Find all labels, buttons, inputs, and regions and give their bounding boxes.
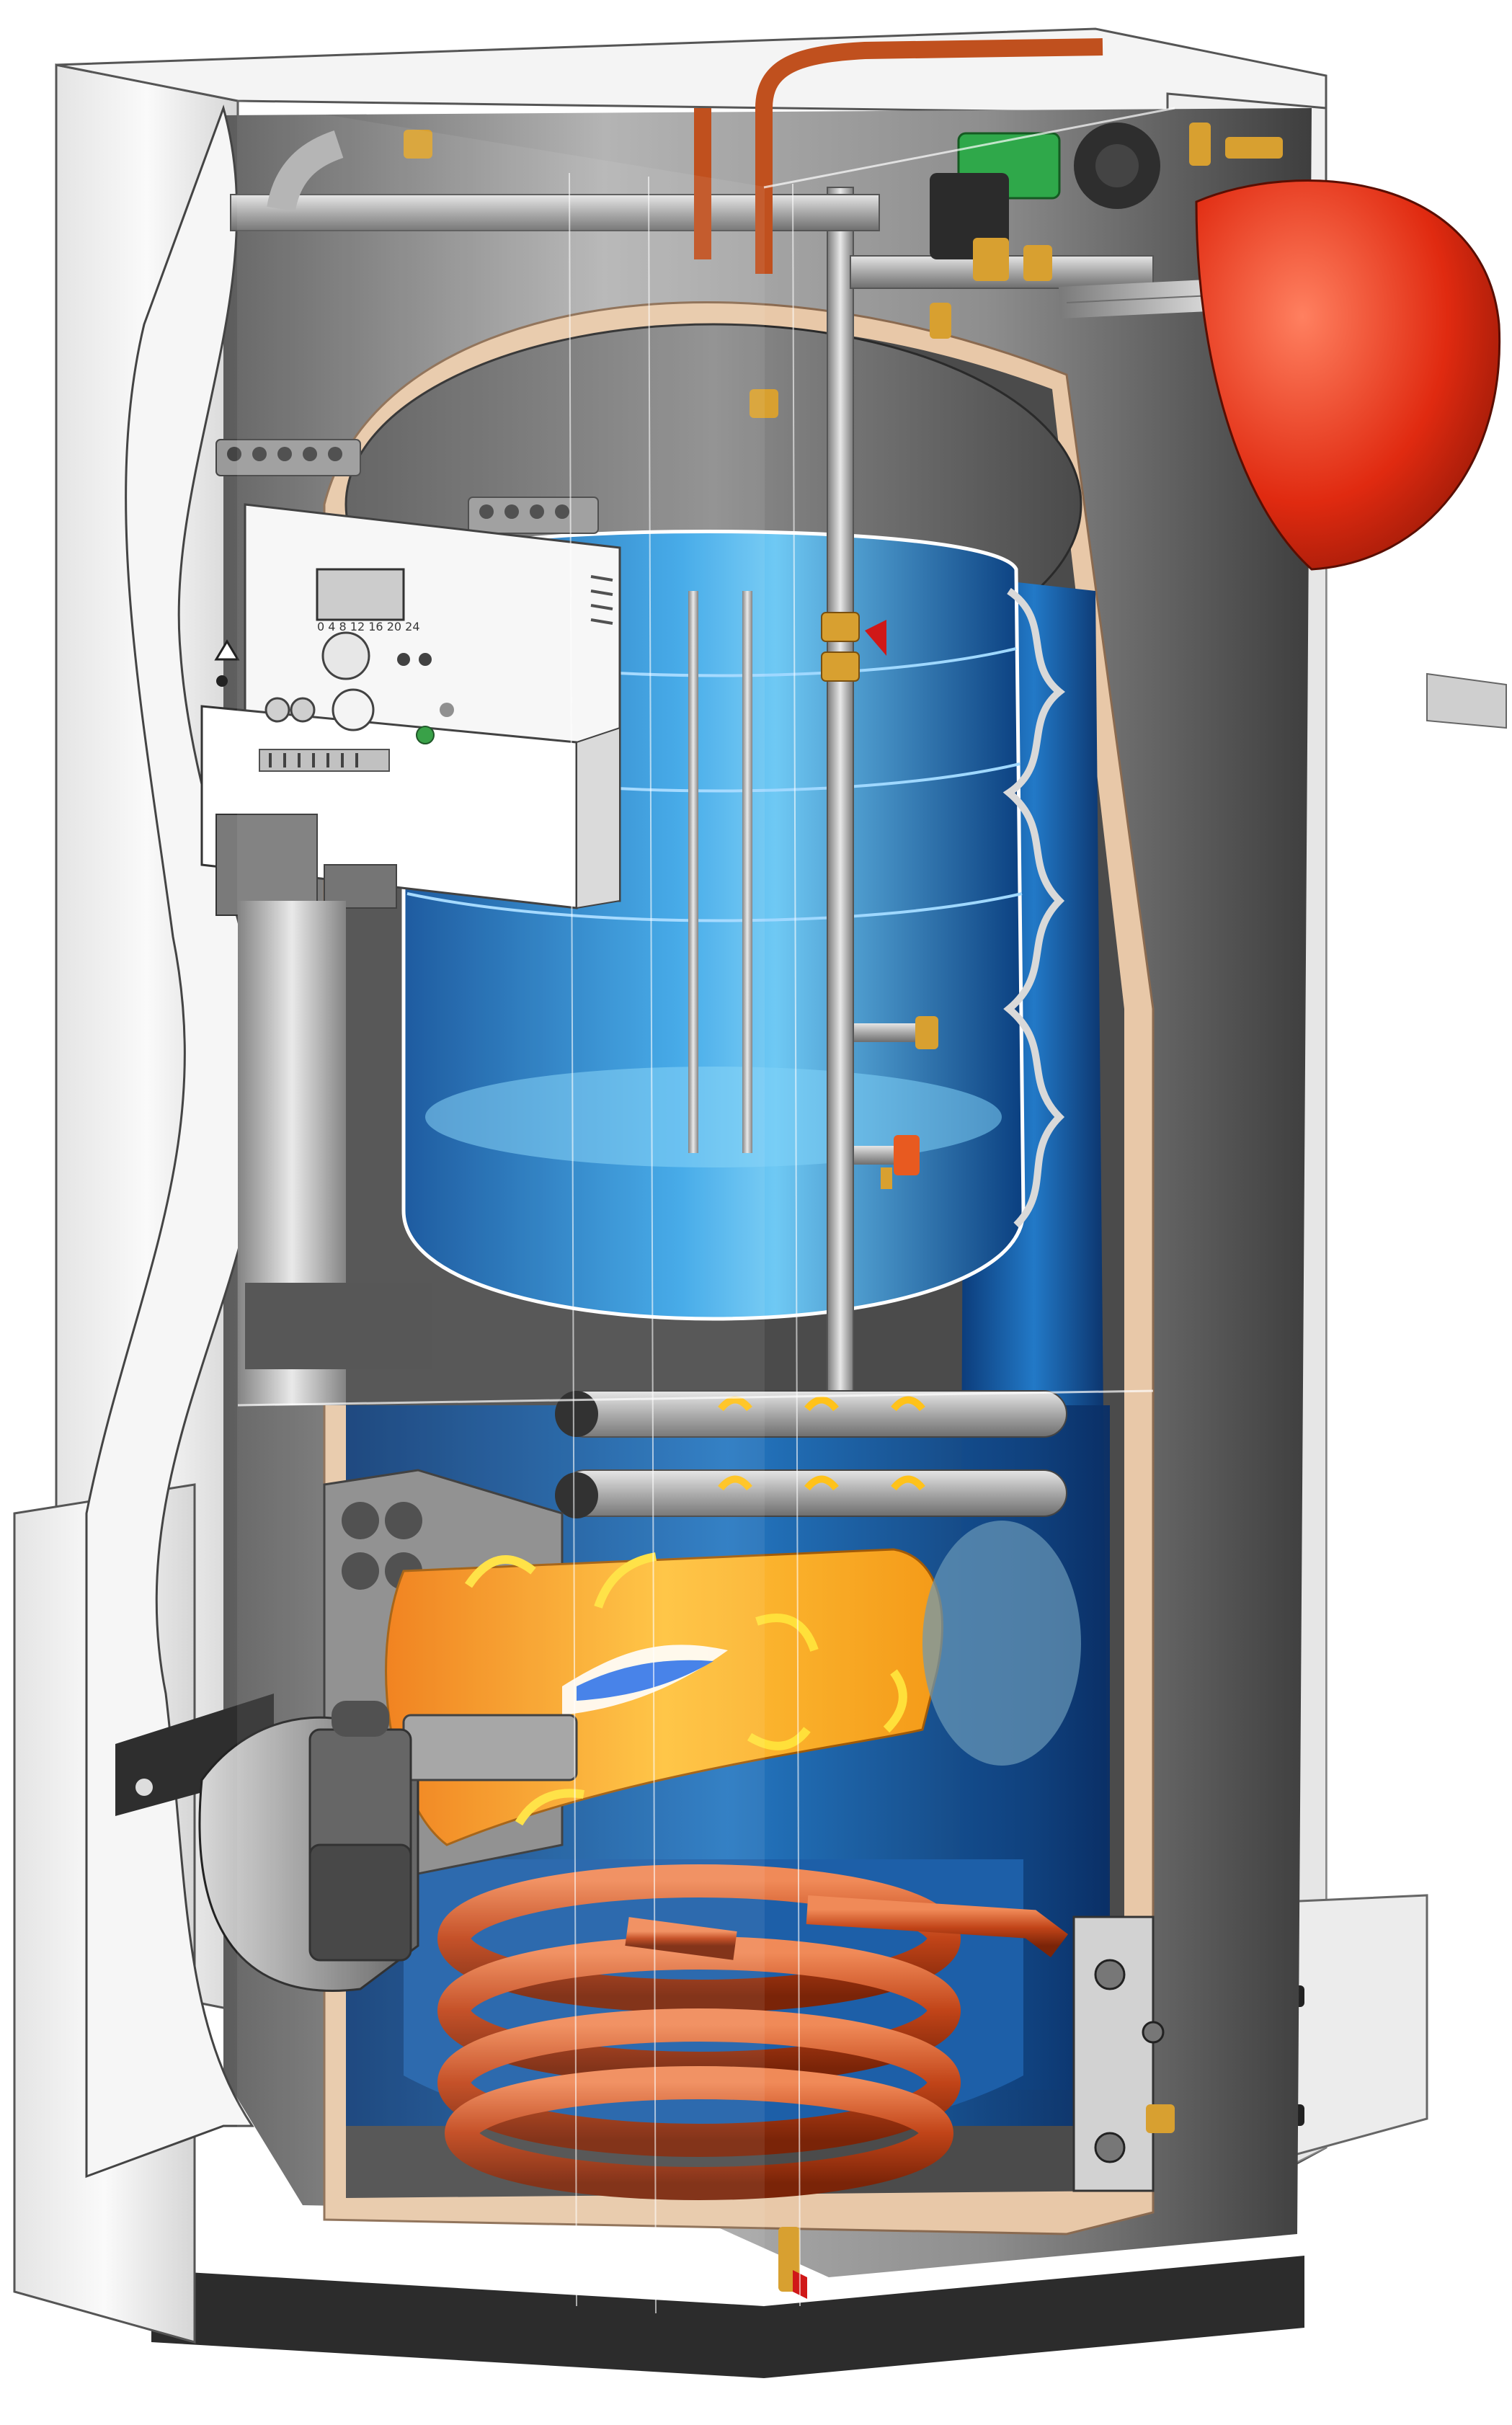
- knob-icon[interactable]: [264, 697, 290, 723]
- terminal-blocks: [215, 439, 599, 534]
- power-button-icon[interactable]: [416, 726, 435, 744]
- timer-dial[interactable]: [321, 631, 370, 680]
- switch-row: [259, 749, 390, 772]
- dial-scale-labels: 0 4 8 12 16 20 24: [317, 620, 420, 633]
- oil-burner: [115, 1694, 578, 1993]
- glass-front-panel: [237, 99, 1175, 2314]
- flue-tubes: [555, 1390, 1067, 1518]
- knob-icon[interactable]: [290, 697, 316, 723]
- expansion-vessel: [1195, 179, 1501, 571]
- button-icon[interactable]: [397, 653, 410, 666]
- anode-rods: [688, 591, 752, 1153]
- supply-pipe: [821, 187, 938, 1435]
- button-icon[interactable]: [419, 653, 432, 666]
- control-panel: 0 4 8 12 16 20 24: [200, 439, 621, 916]
- heating-coil: [437, 1864, 1068, 2200]
- vent-slots: [590, 575, 613, 625]
- lcd-display: [316, 568, 405, 621]
- pressure-gauge-icon: [332, 688, 375, 731]
- warning-icon: [214, 639, 240, 661]
- coil-flange: [1072, 1915, 1175, 2192]
- left-duct: [238, 901, 432, 1405]
- mode-icon: [440, 703, 454, 717]
